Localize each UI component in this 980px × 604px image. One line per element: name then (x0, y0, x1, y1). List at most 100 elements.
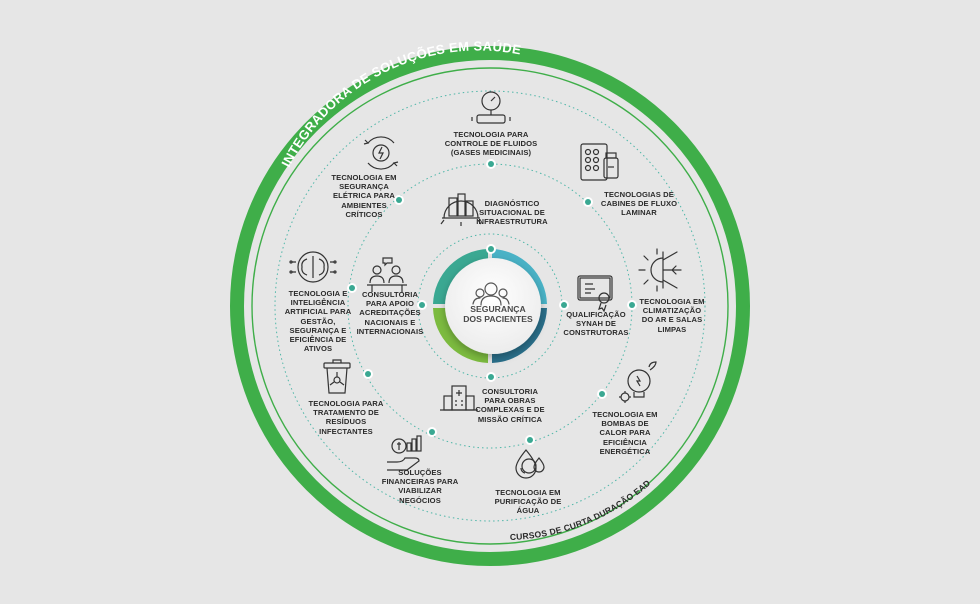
center-disc (445, 258, 541, 354)
label-line: VIABILIZAR (398, 486, 442, 496)
center-label: SEGURANÇA DOS PACIENTES (452, 304, 544, 324)
label-line: INTERNACIONAIS (356, 326, 424, 336)
lightbulb-gear-icon (619, 361, 657, 403)
middle-node (527, 437, 533, 443)
ai-brain-icon (289, 251, 337, 283)
center-line: DOS PACIENTES (463, 314, 533, 324)
label-line: CONSTRUTORAS (563, 328, 629, 338)
label-line: NEGÓCIOS (399, 495, 441, 505)
label-line: TECNOLOGIA EM (592, 410, 658, 419)
label-line: TECNOLOGIA EM (639, 297, 705, 306)
label-eletrica: TECNOLOGIA EM SEGURANÇA ELÉTRICA PARA AM… (320, 173, 408, 219)
patients-icon (472, 282, 510, 306)
outer-dotted-orbit (274, 90, 706, 522)
label-line: ACREDITAÇÕES (359, 308, 421, 318)
label-line: TECNOLOGIAS DE (604, 190, 674, 199)
label-residuos: TECNOLOGIA PARA TRATAMENTO DE RESÍDUOS I… (300, 399, 392, 436)
label-line: TECNOLOGIA EM (495, 488, 561, 497)
label-fluidos: TECNOLOGIA PARA CONTROLE DE FLUIDOS (GAS… (438, 130, 544, 158)
label-line: FINANCEIRAS PARA (381, 477, 459, 487)
label-line: TECNOLOGIA EM (331, 173, 397, 182)
label-line: DO AR E SALAS (641, 315, 703, 325)
label-line: MISSÃO CRÍTICA (477, 414, 543, 424)
label-line: SOLUÇÕES (398, 468, 442, 477)
label-line: TECNOLOGIA PARA (453, 130, 529, 139)
label-line: ELÉTRICA PARA (332, 191, 396, 201)
label-line: ENERGÉTICA (599, 446, 651, 456)
middle-node (599, 391, 605, 397)
label-line: CONSULTORIA (481, 387, 539, 396)
middle-node (488, 161, 494, 167)
label-line: CABINES DE FLUXO (600, 199, 678, 209)
label-line: CONSULTORIA (361, 290, 419, 299)
middle-node (365, 371, 371, 377)
label-line: LAMINAR (621, 208, 657, 218)
label-acreditacoes: CONSULTORIA PARA APOIO ACREDITAÇÕES NACI… (344, 290, 436, 336)
orbit-nodes (347, 159, 637, 445)
money-hand-icon (387, 435, 422, 471)
label-line: NACIONAIS E (364, 317, 416, 327)
label-line: CRÍTICOS (345, 209, 383, 219)
label-line: CONTROLE DE FLUIDOS (444, 139, 538, 149)
certificate-icon (577, 275, 613, 313)
label-line: PARA APOIO (366, 299, 414, 309)
label-climatizacao: TECNOLOGIA EM CLIMATIZAÇÃO DO AR E SALAS… (632, 297, 712, 334)
label-line: COMPLEXAS E DE (475, 405, 545, 415)
label-line: SITUACIONAL DE (479, 208, 545, 218)
center-line: SEGURANÇA (470, 304, 526, 314)
middle-node (349, 285, 355, 291)
label-line: (GASES MEDICINAIS) (450, 148, 532, 158)
label-line: SYNAH DE (575, 319, 617, 329)
label-line: SEGURANÇA (339, 182, 389, 192)
label-bombas: TECNOLOGIA EM BOMBAS DE CALOR PARA EFICI… (585, 410, 665, 456)
label-line: TECNOLOGIA PARA (308, 399, 384, 408)
label-line: PURIFICAÇÃO DE (494, 497, 562, 507)
label-ia: TECNOLOGIA E INTELIGÊNCIA ARTIFICIAL PAR… (278, 289, 358, 353)
middle-node (629, 302, 635, 308)
label-line: LIMPAS (657, 324, 687, 334)
hospital-building-icon (440, 385, 478, 411)
outer-green-ring (230, 46, 750, 566)
label-cabines: TECNOLOGIAS DE CABINES DE FLUXO LAMINAR (593, 190, 685, 218)
label-line: RESÍDUOS (325, 417, 367, 427)
label-line: CLIMATIZAÇÃO (642, 306, 702, 316)
label-line: SEGURANÇA E (289, 325, 347, 335)
middle-node (585, 199, 591, 205)
middle-node (429, 429, 435, 435)
label-line: DIAGNÓSTICO (484, 199, 540, 208)
label-line: BOMBAS DE (601, 419, 649, 429)
label-line: EFICIÊNCIA DE (289, 335, 347, 345)
label-financeiras: SOLUÇÕES FINANCEIRAS PARA VIABILIZAR NEG… (372, 468, 468, 505)
label-line: GESTÃO, (300, 316, 336, 326)
sun-snowflake-icon (638, 248, 682, 292)
label-line: ATIVOS (303, 344, 333, 354)
label-agua: TECNOLOGIA EM PURIFICAÇÃO DE ÁGUA (482, 488, 574, 516)
electric-cycle-icon (363, 136, 399, 170)
label-line: TRATAMENTO DE (313, 408, 379, 418)
inner-node (488, 374, 494, 380)
building-gear-icon (440, 193, 482, 226)
pressure-gauge-icon (471, 91, 511, 124)
outer-ring-inner-line (251, 67, 729, 545)
label-line: INFRAESTRUTURA (476, 217, 548, 227)
label-line: QUALIFICAÇÃO (566, 310, 626, 319)
label-line: TECNOLOGIA E (288, 289, 348, 298)
inner-node (488, 246, 494, 252)
label-line: ARTIFICIAL PARA (284, 307, 352, 317)
label-line: INFECTANTES (319, 426, 373, 436)
label-line: INTELIGÊNCIA (290, 298, 346, 308)
label-line: ÁGUA (516, 506, 540, 516)
meeting-icon (367, 257, 407, 292)
biohazard-bin-icon (323, 359, 351, 394)
water-drops-icon (515, 449, 545, 479)
label-line: CALOR PARA (599, 428, 651, 438)
label-line: AMBIENTES (341, 200, 387, 210)
middle-node (396, 197, 402, 203)
label-line: PARA OBRAS (484, 396, 536, 406)
label-diagnostico: DIAGNÓSTICO SITUACIONAL DE INFRAESTRUTUR… (466, 199, 558, 227)
label-qualificacao: QUALIFICAÇÃO SYNAH DE CONSTRUTORAS (556, 310, 636, 338)
pill-cabinet-icon (580, 143, 619, 181)
inner-node (561, 302, 567, 308)
